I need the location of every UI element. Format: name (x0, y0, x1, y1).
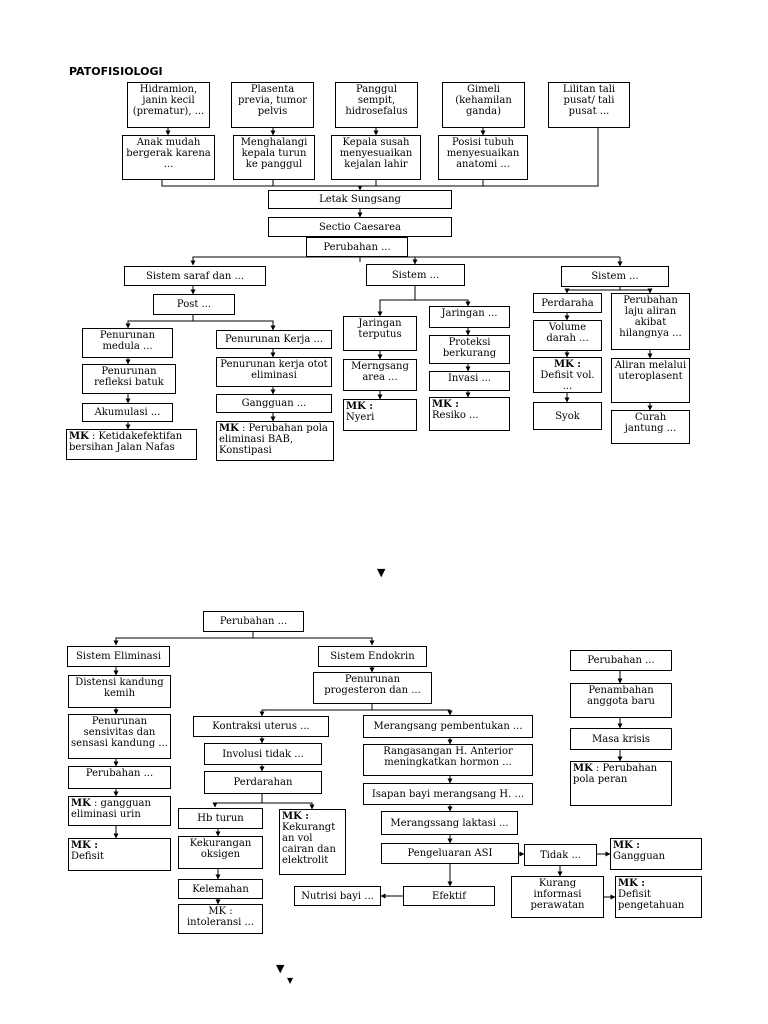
perubahan-elim-box: Perubahan ... (68, 766, 171, 789)
perdarahan-box: Perdarahan (204, 771, 322, 794)
efektif-box: Efektif (403, 886, 495, 906)
sistem-right-box: Sistem ... (561, 266, 669, 287)
involusi-box: Involusi tidak ... (204, 743, 322, 765)
cause-box: Plasenta previa, tumor pelvis (231, 82, 314, 128)
perubahan-right-box: Perubahan ... (570, 650, 672, 671)
effect-box: Anak mudah bergerak karena ... (122, 135, 215, 180)
saraf-step-box: Akumulasi ... (82, 403, 173, 422)
perubahan-box: Perubahan ... (203, 611, 304, 632)
anggota-baru-box: Penambahan anggota baru (570, 683, 672, 718)
mk-cairan-box: MK :Kekurangt an vol cairan dan elektrol… (279, 809, 346, 875)
effect-box: Menghalangi kepala turun ke panggul (233, 135, 315, 180)
hb-turun-box: Hb turun (178, 808, 263, 829)
cause-box: Panggul sempit, hidrosefalus (335, 82, 418, 128)
mk-nyeri-box: MK :Nyeri (343, 399, 417, 431)
tidak-box: Tidak ... (524, 844, 597, 866)
penurunan-sensivitas-box: Penurunan sensivitas dan sensasi kandung… (68, 714, 171, 759)
curah-jantung-box: Curah jantung ... (611, 410, 690, 444)
effect-box: Kepala susah menyesuaikan kejalan lahir (331, 135, 421, 180)
saraf-step-box: Penurunan refleksi batuk (82, 364, 176, 394)
saraf-step-box: Penurunan medula ... (82, 328, 173, 358)
mk-pengetahuan-box: MK :Defisit pengetahuan (615, 876, 702, 918)
sistem-endokrin-box: Sistem Endokrin (318, 646, 427, 667)
laktasi-box: Merangssang laktasi ... (381, 811, 518, 835)
mk-defisit-box: MK :Defisit (68, 838, 171, 871)
aliran-box: Aliran melalui uteroplasent (611, 358, 690, 403)
mk-resiko-box: MK :Resiko ... (429, 397, 510, 431)
mk-peran-box: MK : Perubahan pola peran (570, 761, 672, 806)
progesteron-box: Penurunan progesteron dan ... (313, 672, 432, 704)
laju-aliran-box: Perubahan laju aliran akibat hilangnya .… (611, 293, 690, 350)
saraf-step-box: Penurunan kerja otot eliminasi (216, 357, 332, 387)
letak-sungsang-box: Letak Sungsang (268, 190, 452, 209)
down-arrow-icon: ▼ (287, 976, 294, 985)
merangsang-pembentukan-box: Merangsang pembentukan ... (363, 715, 533, 738)
cause-box: Gimeli (kehamilan ganda) (442, 82, 525, 128)
down-arrow-icon: ▼ (276, 962, 285, 975)
masa-krisis-box: Masa krisis (570, 728, 672, 750)
proteksi-box: Proteksi berkurang (429, 335, 510, 364)
saraf-step-box: Penurunan Kerja ... (216, 330, 332, 349)
distensi-box: Distensi kandung kemih (68, 675, 171, 708)
sistem-mid-box: Sistem ... (366, 264, 465, 286)
mk-defisit-vol-box: MK :Defisit vol. ... (533, 357, 602, 393)
syok-box: Syok (533, 402, 602, 430)
nutrisi-bayi-box: Nutrisi bayi ... (294, 886, 381, 906)
page-title: PATOFISIOLOGI (69, 65, 163, 78)
cause-box: Lilitan tali pusat/ tali pusat ... (548, 82, 630, 128)
jaringan-terputus-box: Jaringan terputus (343, 316, 417, 351)
post-box: Post ... (153, 294, 235, 315)
isapan-box: Isapan bayi merangsang H. ... (363, 783, 533, 805)
kekurangan-oksigen-box: Kekurangan oksigen (178, 836, 263, 869)
saraf-step-box: Gangguan ... (216, 394, 332, 413)
cause-box: Hidramion, janin kecil (prematur), ... (127, 82, 210, 128)
volume-darah-box: Volume darah ... (533, 320, 602, 351)
kontraksi-box: Kontraksi uterus ... (193, 716, 329, 737)
rangsangan-box: Rangasangan H. Anterior meningkatkan hor… (363, 744, 533, 776)
kelemahan-box: Kelemahan (178, 879, 263, 899)
mk-intoleransi-box: MK : intoleransi ... (178, 904, 263, 934)
perubahan-box: Perubahan ... (306, 237, 408, 257)
down-arrow-icon: ▼ (377, 566, 386, 579)
sistem-eliminasi-box: Sistem Eliminasi (67, 646, 170, 667)
pengeluaran-asi-box: Pengeluaran ASI (381, 843, 519, 864)
sistem-saraf-box: Sistem saraf dan ... (124, 266, 266, 286)
invasi-box: Invasi ... (429, 371, 510, 391)
mk-eliminasi-bab-box: MK : Perubahan pola eliminasi BAB, Konst… (216, 421, 334, 461)
jaringan-box: Jaringan ... (429, 306, 510, 328)
mk-eliminasi-urin-box: MK : gangguan eliminasi urin (68, 796, 171, 826)
mk-gangguan-box: MK :Gangguan (610, 838, 702, 870)
effect-box: Posisi tubuh menyesuaikan anatomi ... (438, 135, 528, 180)
mk-jalan-nafas-box: MK : Ketidakefektifan bersihan Jalan Naf… (66, 429, 197, 460)
kurang-informasi-box: Kurang informasi perawatan (511, 876, 604, 918)
sectio-caesarea-box: Sectio Caesarea (268, 217, 452, 237)
merangsang-area-box: Merngsang area ... (343, 359, 417, 391)
perdarahan-box: Perdaraha ... (533, 293, 602, 313)
